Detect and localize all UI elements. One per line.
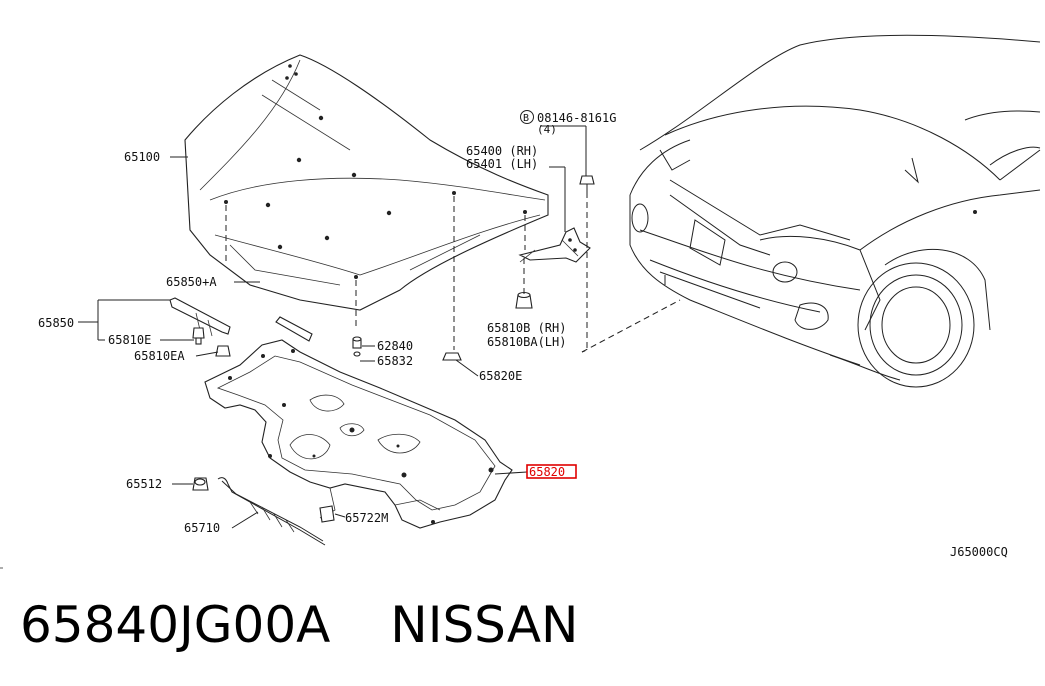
label-bolt-marker: B bbox=[523, 113, 529, 124]
label-65810ea: 65810EA bbox=[134, 349, 185, 363]
label-65512: 65512 bbox=[126, 477, 162, 491]
clip-65810e bbox=[192, 327, 205, 345]
label-65810ba: 65810BA(LH) bbox=[487, 335, 566, 349]
label-bolt-qty: (4) bbox=[537, 123, 557, 136]
bumper-65820e bbox=[442, 352, 462, 361]
label-65820: 65820 bbox=[529, 465, 565, 479]
label-65400: 65400 (RH) bbox=[466, 144, 538, 158]
hood-seal-strip bbox=[169, 297, 313, 342]
label-bolt-ref: 08146-8161G bbox=[537, 111, 616, 125]
leader-lines bbox=[78, 125, 587, 529]
label-62840: 62840 bbox=[377, 339, 413, 353]
label-65401: 65401 (LH) bbox=[466, 157, 538, 171]
label-65100: 65100 bbox=[124, 150, 160, 164]
label-65850: 65850 bbox=[38, 316, 74, 330]
bolt-marker-icon bbox=[520, 110, 534, 124]
clip-65810ea bbox=[215, 345, 231, 357]
label-65820e: 65820E bbox=[479, 369, 522, 383]
hood-projection-lines bbox=[225, 196, 526, 350]
hood-hinge bbox=[518, 227, 591, 263]
diagram-code: J65000CQ bbox=[950, 545, 1008, 559]
footer-caption: 65840JG00A NISSAN bbox=[20, 596, 578, 654]
label-65810e: 65810E bbox=[108, 333, 151, 347]
brand-name: NISSAN bbox=[390, 596, 579, 654]
hinge-clip-65810b bbox=[515, 291, 533, 309]
hinge-bolt bbox=[579, 175, 595, 192]
hood-insulator bbox=[204, 339, 513, 529]
label-65810b: 65810B (RH) bbox=[487, 321, 566, 335]
label-65832: 65832 bbox=[377, 354, 413, 368]
label-65710: 65710 bbox=[184, 521, 220, 535]
rod-clip-65722m bbox=[319, 505, 335, 523]
callout-labels: 65100 B 08146-8161G (4) 65400 (RH) 65401… bbox=[38, 110, 1008, 559]
clip-62840 bbox=[352, 336, 362, 357]
rod-grommet-65512 bbox=[192, 477, 209, 491]
part-number: 65840JG00A bbox=[20, 596, 331, 654]
label-65850a: 65850+A bbox=[166, 275, 217, 289]
vehicle-outline bbox=[629, 34, 1041, 388]
hood-panel bbox=[184, 54, 549, 311]
highlight-box bbox=[526, 464, 577, 479]
hood-support-rod bbox=[217, 477, 326, 546]
label-65722m: 65722M bbox=[345, 511, 388, 525]
